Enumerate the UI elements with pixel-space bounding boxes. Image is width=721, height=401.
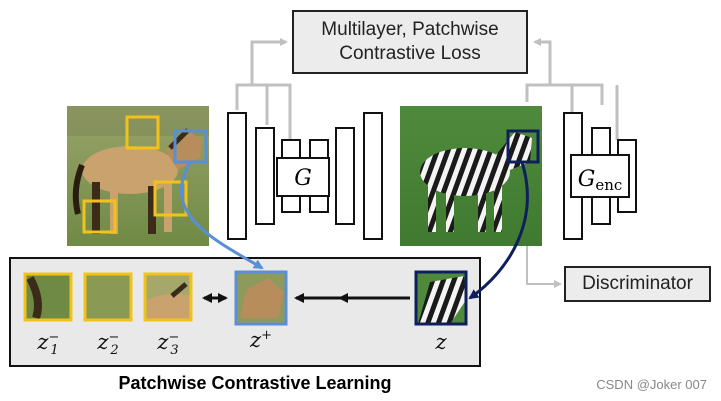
- query-extract-arrow: [468, 161, 529, 300]
- label-z3-sup: −: [168, 330, 180, 345]
- horse-patches: [82, 115, 208, 234]
- panel-patch-z3: [143, 272, 193, 322]
- discriminator-box: Discriminator: [564, 266, 711, 302]
- label-z1: z−1: [23, 330, 73, 358]
- panel-patch-z1: [23, 272, 73, 322]
- encoder-label: Genc: [578, 167, 623, 194]
- panel-patch-z2: [83, 272, 133, 322]
- label-z1-sub: 1: [50, 343, 59, 359]
- label-z2: z−2: [83, 330, 133, 358]
- panel-patch-z: [414, 270, 468, 326]
- label-z2-base: z: [97, 330, 109, 354]
- label-z3-base: z: [157, 330, 169, 354]
- zebra-image: [400, 106, 542, 246]
- generator-network: [227, 112, 383, 240]
- positive-extract-arrow: [180, 161, 264, 270]
- loss-feedback-lines: [235, 38, 619, 140]
- label-z-base: z: [435, 330, 447, 354]
- label-z2-sup: −: [108, 330, 120, 345]
- encoder-network: [563, 112, 637, 240]
- horse-image: [67, 106, 209, 246]
- loss-box: Multilayer, Patchwise Contrastive Loss: [292, 10, 528, 74]
- label-zplus: z+: [236, 328, 286, 352]
- negative-patch-box-3: [82, 199, 117, 234]
- panel-title: Patchwise Contrastive Learning: [118, 373, 392, 393]
- discriminator-label: Discriminator: [582, 273, 693, 294]
- generator-label: G: [294, 166, 312, 191]
- label-zplus-sup: +: [261, 328, 272, 343]
- encoder-label-sub: enc: [595, 176, 622, 194]
- label-z3: z−3: [143, 330, 193, 358]
- label-z: z: [416, 330, 466, 354]
- negative-patch-box-1: [125, 115, 160, 150]
- watermark: CSDN @Joker 007: [596, 377, 707, 392]
- loss-box-line1: Multilayer, Patchwise: [321, 19, 499, 40]
- label-zplus-base: z: [250, 328, 262, 352]
- panel-patch-zplus: [234, 270, 288, 326]
- label-z2-sub: 2: [110, 343, 119, 359]
- encoder-label-base: G: [578, 167, 596, 192]
- zebra-to-discriminator-line: [526, 246, 562, 288]
- positive-patch-box: [173, 129, 208, 164]
- loss-box-line2: Contrastive Loss: [339, 43, 481, 64]
- label-z1-base: z: [37, 330, 49, 354]
- label-z1-sup: −: [48, 330, 60, 345]
- negative-patch-box-2: [153, 180, 188, 217]
- label-z3-sub: 3: [170, 343, 179, 359]
